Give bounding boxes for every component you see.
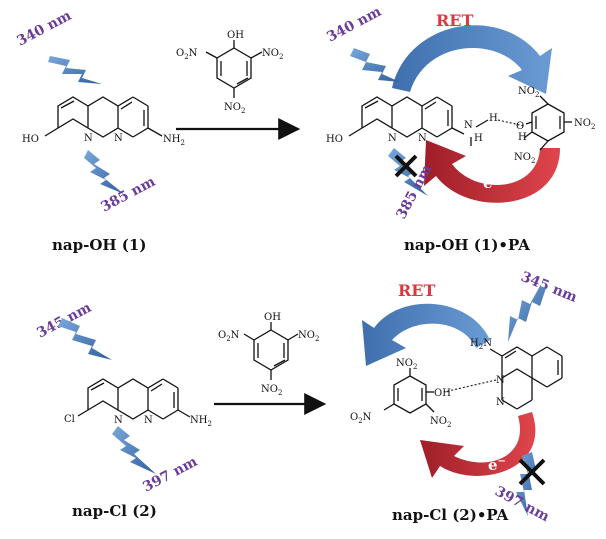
ret-label: RET [436,11,473,30]
atom-label: N [418,133,427,144]
atom-label: NO2 [224,102,245,115]
atom-label: OH [227,30,244,41]
atom-label: N [84,133,93,144]
atom-label: NO2 [261,384,282,397]
ret-arrow-icon [392,25,552,94]
atom-label: O2N [350,412,372,425]
atom-label: N [496,397,505,408]
compound-caption: nap-OH (1) [52,236,146,254]
emission-wavelength-label: 397 nm [140,454,200,496]
atom-label: NH2 [163,134,185,147]
compound-caption: nap-Cl (2)•PA [392,506,509,524]
electron-transfer-arrow-icon [420,412,536,478]
lightning-bolt-icon [84,150,124,194]
nap-oh-structure [44,96,163,138]
nap-cl-panel: 345 nm Cl N N NH2 397 nm nap-Cl (2) [34,300,212,520]
lightning-bolt-icon [58,318,112,360]
atom-label: NO2 [514,152,535,165]
nap-cl-pa-structure [383,346,563,414]
electron-label: e− [488,456,506,474]
atom-label: N [114,415,123,426]
excitation-wavelength-label: 340 nm [324,4,384,46]
ret-arrow-icon [362,303,490,366]
lightning-bolt-icon [112,426,156,474]
nap-oh-pa-structure [348,95,572,151]
ret-label: RET [398,281,435,300]
atom-label: H [489,113,498,124]
atom-label: N [464,120,473,131]
electron-transfer-arrow-icon [424,140,560,203]
emission-wavelength-label: 385 nm [98,174,158,216]
nap-cl-pa-panel: RET 345 nm e− [350,269,579,525]
reagent-top: OH O2N NO2 NO2 [176,30,283,115]
excitation-wavelength-label: 340 nm [14,8,74,50]
atom-label: OH [434,388,451,399]
atom-label: NO2 [298,330,319,343]
nap-cl-structure [77,378,191,420]
lightning-bolt-icon [516,452,536,516]
electron-label: e− [483,174,501,192]
nap-oh-pa-panel: RET e− 340 nm [324,4,595,254]
nap-oh-panel: 340 nm 385 nm HO N N NH2 nap-OH (1) [14,8,185,254]
atom-label: O [516,121,524,132]
atom-label: O2N [176,48,198,61]
quenched-cross-icon [518,458,546,486]
reagent-bottom: OH O2N NO2 NO2 [218,312,319,397]
compound-caption: nap-OH (1)•PA [404,236,530,254]
atom-label: N [388,133,397,144]
compound-caption: nap-Cl (2) [72,502,157,520]
atom-label: NO2 [396,358,417,371]
atom-label: NO2 [518,86,539,99]
atom-label: H [518,132,527,143]
atom-label: H2N [470,338,492,351]
atom-label: NH2 [190,415,212,428]
atom-label: OH [264,312,281,323]
atom-label: NO2 [574,118,595,131]
atom-label: HO [22,134,39,145]
atom-label: N [114,133,123,144]
atom-label: N [496,375,505,386]
atom-label: HO [326,134,343,145]
lightning-bolt-icon [48,56,102,84]
excitation-wavelength-label: 345 nm [519,269,580,306]
atom-label: NO2 [430,416,451,429]
atom-label: O2N [218,330,240,343]
atom-label: Cl [64,414,75,425]
atom-label: NO2 [262,48,283,61]
atom-label: N [144,415,153,426]
quenched-cross-icon [394,154,418,178]
lightning-bolt-icon [350,48,400,82]
lightning-bolt-icon [508,286,546,342]
atom-label: H [474,133,483,144]
